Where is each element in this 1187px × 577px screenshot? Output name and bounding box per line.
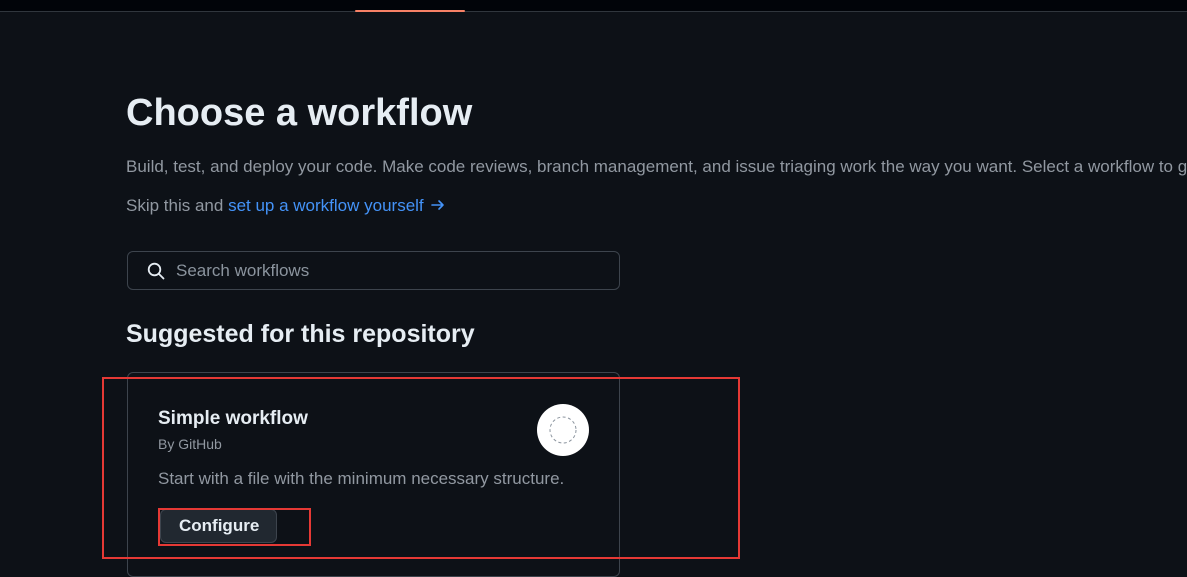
workflow-card-author: By GitHub: [158, 436, 222, 452]
suggested-section-heading: Suggested for this repository: [126, 320, 475, 348]
page-title: Choose a workflow: [126, 92, 473, 134]
setup-workflow-yourself-link[interactable]: set up a workflow yourself: [228, 196, 446, 215]
search-icon: [147, 262, 165, 280]
workflow-logo: [537, 404, 589, 456]
workflow-card: Simple workflow By GitHub Start with a f…: [127, 372, 620, 577]
skip-line: Skip this and set up a workflow yourself: [126, 195, 446, 219]
search-input[interactable]: [176, 252, 606, 289]
arrow-right-icon: [430, 197, 446, 219]
workflow-card-description: Start with a file with the minimum neces…: [158, 469, 565, 488]
skip-prefix: Skip this and: [126, 196, 229, 215]
top-navigation-bar: [0, 0, 1187, 12]
skip-link-label: set up a workflow yourself: [228, 196, 424, 215]
search-box: [127, 251, 620, 290]
configure-button[interactable]: Configure: [160, 509, 277, 543]
page-description: Build, test, and deploy your code. Make …: [126, 157, 1187, 176]
active-tab-indicator: [355, 10, 465, 12]
workflow-card-title: Simple workflow: [158, 408, 308, 429]
